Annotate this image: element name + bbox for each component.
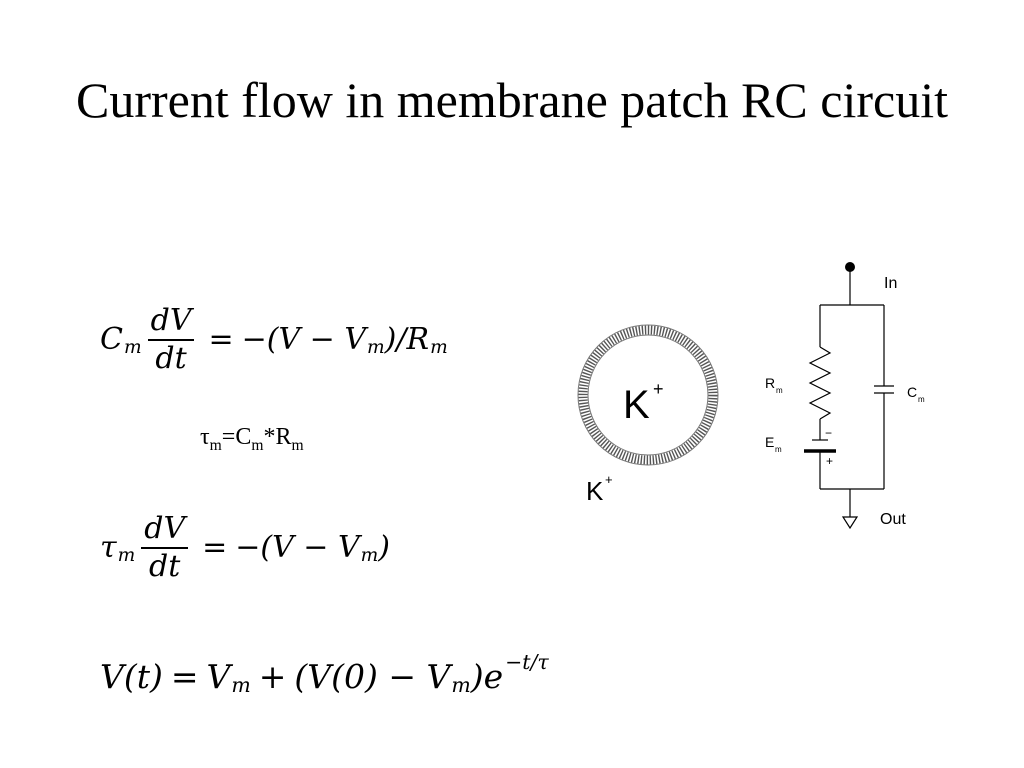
cell-membrane <box>577 324 719 466</box>
eq1-rhs-sub: m <box>367 336 385 358</box>
eq1-rhs-tail: )/R <box>384 322 430 357</box>
eq1-lhs-sub: m <box>123 336 142 358</box>
eq1-rhs-tail-sub: m <box>430 336 448 358</box>
e-label: E <box>765 434 774 450</box>
tau-mid: =C <box>221 424 252 450</box>
eq3-equals: = <box>170 657 199 696</box>
k-inside-label: K <box>623 383 650 427</box>
in-label: In <box>884 275 897 292</box>
r-label: R <box>765 375 775 391</box>
eq2-frac-num: dV <box>141 514 189 549</box>
c-label: C <box>907 384 917 400</box>
eq2-equals: = <box>202 530 228 565</box>
eq3-term2-sub: m <box>451 672 471 697</box>
eq1-fraction: dV dt <box>147 306 195 376</box>
rc-circuit <box>804 262 894 530</box>
eq1-rhs: −(V − V <box>241 322 367 357</box>
eq1-frac-den: dt <box>155 341 187 376</box>
k-outside-sup: + <box>605 472 613 487</box>
tau-sub: m <box>209 436 222 454</box>
eq2-fraction: dV dt <box>141 514 189 584</box>
slide-title: Current flow in membrane patch RC circui… <box>76 72 948 128</box>
k-inside-sup: + <box>653 379 664 399</box>
eq3-exponent: −t/τ <box>505 649 549 674</box>
tau-tail-sub: m <box>291 436 304 454</box>
battery-minus-sign: − <box>825 426 832 440</box>
eq1-equals: = <box>208 322 234 357</box>
eq2-rhs-tail: ) <box>378 530 391 565</box>
eq3-term2-tail: )e <box>470 657 504 696</box>
tau-symbol: τ <box>200 424 210 450</box>
battery-plus-sign: + <box>826 454 833 468</box>
resistor-icon <box>808 346 832 420</box>
eq3-term1-sub: m <box>231 672 251 697</box>
k-outside-label: K <box>586 476 604 506</box>
r-sub: m <box>776 386 783 395</box>
e-sub: m <box>775 445 782 454</box>
tau-tail: *R <box>263 424 292 450</box>
eq1-lhs-var: C <box>100 322 123 357</box>
ground-icon <box>841 516 859 530</box>
eq3-term1: V <box>206 657 231 696</box>
tau-definition: τm=Cm*Rm <box>200 424 304 454</box>
eq1-frac-num: dV <box>147 306 195 341</box>
tau-mid-sub: m <box>251 436 264 454</box>
eq2-rhs: −(V − V <box>235 530 360 565</box>
eq2-lhs-sub: m <box>117 544 136 566</box>
c-sub: m <box>918 395 925 404</box>
eq2-rhs-sub: m <box>360 544 379 566</box>
eq2-frac-den: dt <box>149 549 181 584</box>
eq3-term2: (V(0) − V <box>294 657 451 696</box>
eq3-plus: + <box>258 657 287 696</box>
eq3-lhs: V(t) <box>100 657 163 696</box>
out-label: Out <box>880 511 906 528</box>
eq2-lhs-var: τ <box>100 530 117 565</box>
